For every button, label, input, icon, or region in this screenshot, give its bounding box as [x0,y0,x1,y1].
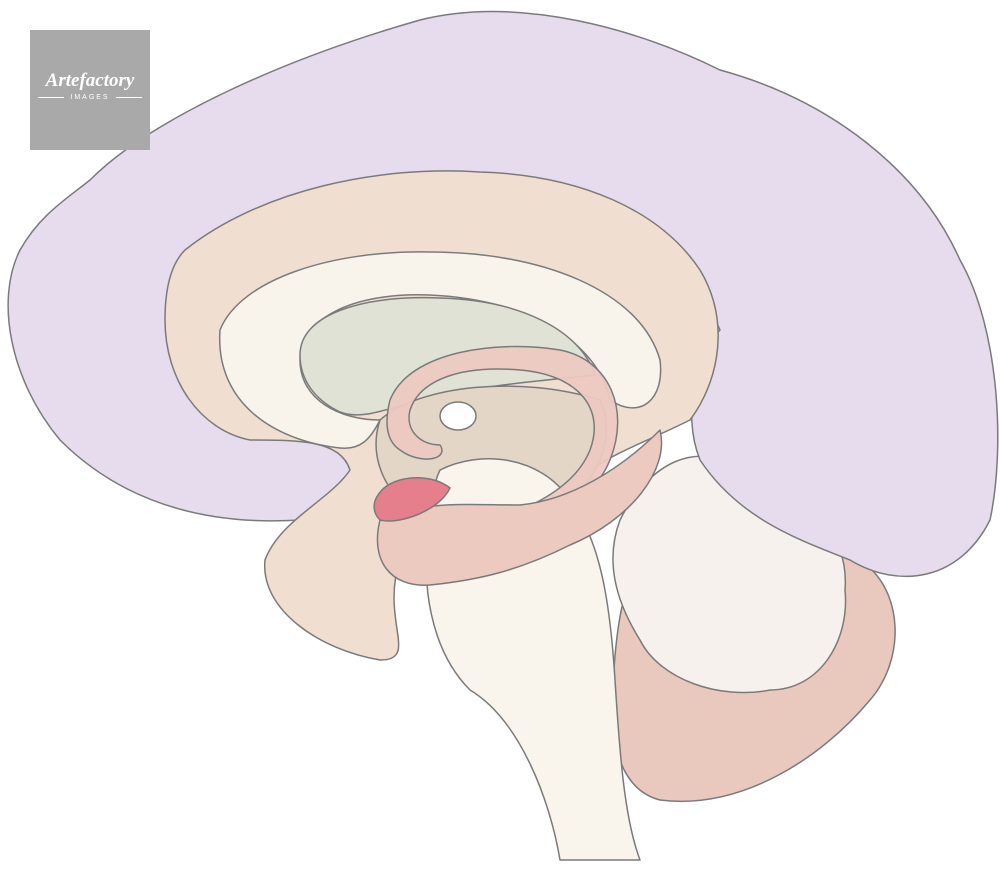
watermark-sub: IMAGES [30,94,150,101]
watermark-logo: Artefactory IMAGES [30,30,150,150]
amygdala [373,477,451,522]
hippocampus [376,429,663,586]
watermark-brand: Artefactory [45,70,135,91]
ventricle-opening [439,401,477,431]
